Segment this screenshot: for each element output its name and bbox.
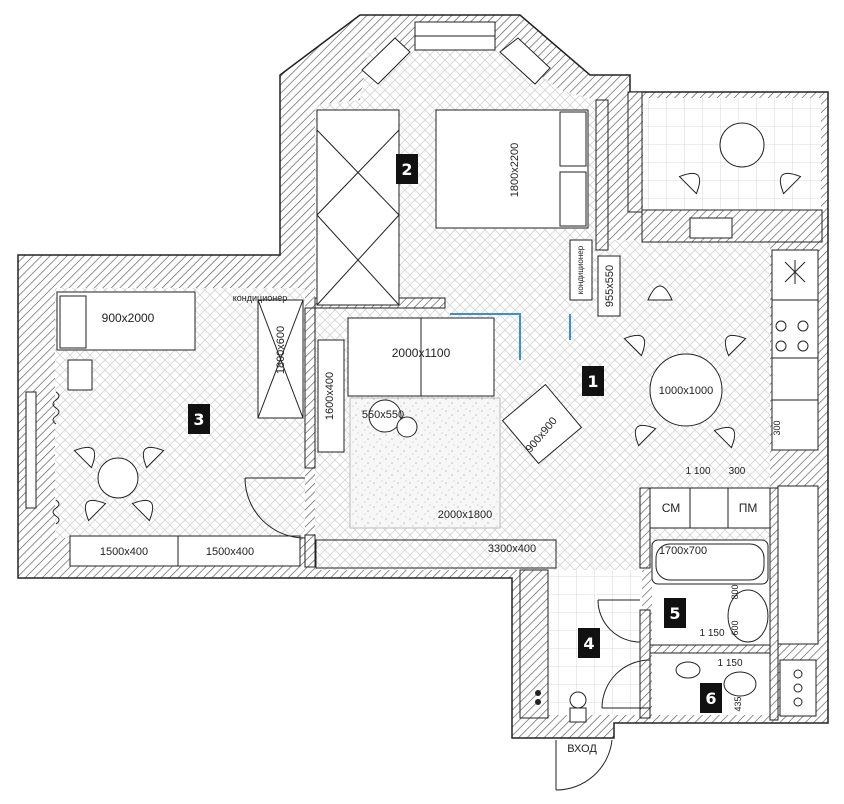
dishwasher-label: ПМ [739,501,758,515]
windows [25,21,733,509]
chair-icon [634,424,657,447]
chair-icon [73,446,96,469]
dim-600-label: 600 [730,620,740,635]
dim-1150-a-label: 1 150 [699,628,724,639]
chair-icon [724,334,747,357]
speaker-icon [535,690,541,705]
living-furniture [317,255,723,529]
entrance-label: ВХОД [567,743,597,755]
chair-icon [131,499,154,522]
room-5-number: 5 [669,604,680,623]
dim-800-label: 800 [730,584,740,599]
bed-kids-label: 900x2000 [102,311,155,325]
chair-icon [678,172,701,195]
dim-435-label: 435 [733,696,743,711]
dining-table-label: 1000x1000 [659,385,713,397]
bathrooms [651,539,817,717]
room-numbers: 2 3 1 4 5 6 [188,154,722,713]
carpet-label: 2000x1800 [438,509,492,521]
stove-icon [784,260,806,284]
cabinet-living-label: 1600x400 [324,372,336,420]
bed-main-label: 1800x2200 [509,143,521,197]
room2-furniture [316,109,593,306]
desk-left-label: 1500x400 [100,546,148,558]
desk-right-label: 1500x400 [206,546,254,558]
chair-icon [647,285,673,301]
ac-bedroom-label: кондиционер [576,245,585,294]
dim-300-vert-label: 300 [772,420,782,435]
chair-icon [84,499,107,522]
chair-icon [623,334,646,357]
person-icon [569,691,587,723]
wardrobe-kids-label: 1800x600 [275,326,287,374]
misc-icons [52,260,806,723]
bathtub-label: 1700x700 [659,545,707,557]
doors [244,477,651,791]
fridge-label: 955x550 [604,265,616,307]
shelf-living-label: 3300x400 [488,543,536,555]
dim-1100-label: 1 100 [685,466,710,477]
coffee-table-label: 550x550 [362,409,404,421]
room-1-number: 1 [587,372,598,391]
balcony-table [719,122,765,168]
room-6-number: 6 [705,689,716,708]
kitchen [649,249,819,645]
ac-kids-label: кондиционер [233,293,287,303]
room-2-number: 2 [401,160,412,179]
sofa-label: 2000x1100 [392,346,451,360]
labels: 1800x2200 900x2000 1800x600 кондиционер … [100,143,782,755]
dim-1150-b-label: 1 150 [717,658,742,669]
chair-icon [142,446,165,469]
washer-label: СМ [662,501,681,515]
chair-icon [779,172,802,195]
chair-icon [713,426,736,449]
room-4-number: 4 [583,634,594,653]
room3-furniture [56,291,304,567]
room-3-number: 3 [193,410,204,429]
radiator-icon [52,391,60,525]
chairs [73,122,802,522]
dim-300-label: 300 [729,466,746,477]
